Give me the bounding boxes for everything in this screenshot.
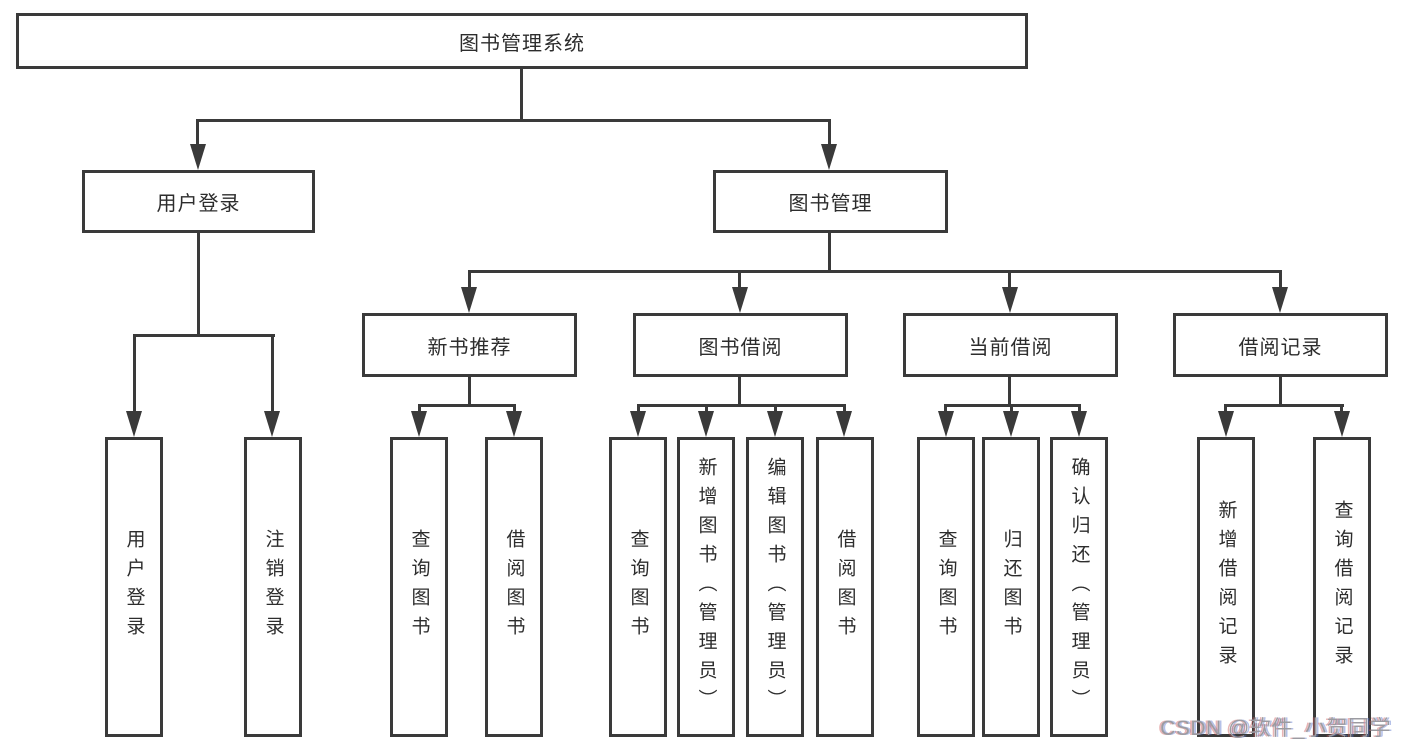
node-user-login-label: 用户登录 — [156, 193, 241, 215]
leaf-label: 借阅图书 — [503, 529, 525, 645]
arrow-down-icon — [506, 411, 522, 437]
connector-line — [1008, 270, 1011, 289]
leaf-label: 注销登录 — [262, 529, 284, 645]
connector-line — [944, 404, 947, 413]
connector-line — [418, 404, 516, 407]
connector-line — [468, 377, 471, 407]
connector-line — [133, 334, 275, 337]
connector-line — [197, 233, 200, 337]
arrow-down-icon — [126, 411, 142, 437]
arrow-down-icon — [938, 411, 954, 437]
arrow-down-icon — [461, 287, 477, 313]
connector-line — [705, 404, 708, 413]
arrow-down-icon — [1002, 287, 1018, 313]
leaf-label: 查询图书 — [408, 529, 430, 645]
node-new-book-recommend: 新书推荐 — [362, 313, 577, 377]
leaf-label: 归还图书 — [1000, 529, 1022, 645]
arrow-down-icon — [630, 411, 646, 437]
node-library-system-label: 图书管理系统 — [459, 32, 585, 55]
connector-line — [1010, 404, 1013, 413]
arrow-down-icon — [1003, 411, 1019, 437]
leaf-recommend-borrow-books: 借阅图书 — [485, 437, 543, 737]
node-current-borrowing-label: 当前借阅 — [968, 336, 1053, 359]
node-borrowing-records: 借阅记录 — [1173, 313, 1388, 377]
leaf-label: 新增借阅记录 — [1215, 500, 1237, 674]
node-book-borrowing: 图书借阅 — [633, 313, 848, 377]
leaf-label: 查询图书 — [935, 529, 957, 645]
connector-line — [468, 270, 1282, 273]
connector-line — [1224, 404, 1344, 407]
connector-line — [133, 334, 136, 413]
watermark: CSDN @软件_小贺同学 — [1160, 717, 1391, 740]
leaf-recommend-query-books: 查询图书 — [390, 437, 448, 737]
arrow-down-icon — [767, 411, 783, 437]
node-book-management: 图书管理 — [713, 170, 948, 233]
node-book-management-label: 图书管理 — [788, 193, 873, 215]
connector-line — [1224, 404, 1227, 413]
leaf-logout-login: 注销登录 — [244, 437, 302, 737]
connector-line — [271, 334, 274, 413]
leaf-borrowing-edit-books: 编辑图书（管理员） — [746, 437, 804, 737]
node-book-borrowing-label: 图书借阅 — [698, 336, 783, 359]
connector-line — [1279, 377, 1282, 407]
connector-line — [738, 270, 741, 289]
arrow-down-icon — [264, 411, 280, 437]
connector-line — [1008, 377, 1011, 407]
leaf-current-confirm-return: 确认归还（管理员） — [1050, 437, 1108, 737]
node-current-borrowing: 当前借阅 — [903, 313, 1118, 377]
leaf-label: 借阅图书 — [834, 529, 856, 645]
arrow-down-icon — [1071, 411, 1087, 437]
connector-line — [1279, 270, 1282, 289]
leaf-label: 确认归还（管理员） — [1068, 456, 1090, 718]
leaf-current-return-books: 归还图书 — [982, 437, 1040, 737]
connector-line — [513, 404, 516, 413]
connector-line — [637, 404, 845, 407]
leaf-label: 查询图书 — [627, 529, 649, 645]
connector-line — [418, 404, 421, 413]
connector-line — [828, 119, 831, 148]
arrow-down-icon — [836, 411, 852, 437]
connector-line — [196, 119, 831, 122]
arrow-down-icon — [732, 287, 748, 313]
leaf-borrowing-add-books: 新增图书（管理员） — [677, 437, 735, 737]
arrow-down-icon — [698, 411, 714, 437]
arrow-down-icon — [821, 144, 837, 170]
connector-line — [637, 404, 640, 413]
connector-line — [196, 119, 199, 148]
connector-line — [468, 270, 471, 289]
node-new-book-recommend-label: 新书推荐 — [427, 336, 512, 359]
node-user-login: 用户登录 — [82, 170, 315, 233]
arrow-down-icon — [190, 144, 206, 170]
leaf-records-add-record: 新增借阅记录 — [1197, 437, 1255, 737]
connector-line — [774, 404, 777, 413]
arrow-down-icon — [1272, 287, 1288, 313]
connector-line — [1340, 404, 1343, 413]
leaf-label: 用户登录 — [123, 529, 145, 645]
leaf-user-login: 用户登录 — [105, 437, 163, 737]
leaf-label: 查询借阅记录 — [1331, 500, 1353, 674]
connector-line — [1078, 404, 1081, 413]
node-library-system: 图书管理系统 — [16, 13, 1028, 69]
connector-line — [520, 69, 523, 122]
leaf-borrowing-borrow-books: 借阅图书 — [816, 437, 874, 737]
leaf-borrowing-query-books: 查询图书 — [609, 437, 667, 737]
arrow-down-icon — [411, 411, 427, 437]
connector-line — [738, 377, 741, 407]
connector-line — [828, 233, 831, 273]
leaf-records-query-record: 查询借阅记录 — [1313, 437, 1371, 737]
connector-line — [843, 404, 846, 413]
leaf-label: 新增图书（管理员） — [695, 456, 717, 718]
arrow-down-icon — [1334, 411, 1350, 437]
leaf-current-query-books: 查询图书 — [917, 437, 975, 737]
arrow-down-icon — [1218, 411, 1234, 437]
leaf-label: 编辑图书（管理员） — [764, 456, 786, 718]
node-borrowing-records-label: 借阅记录 — [1238, 336, 1323, 359]
